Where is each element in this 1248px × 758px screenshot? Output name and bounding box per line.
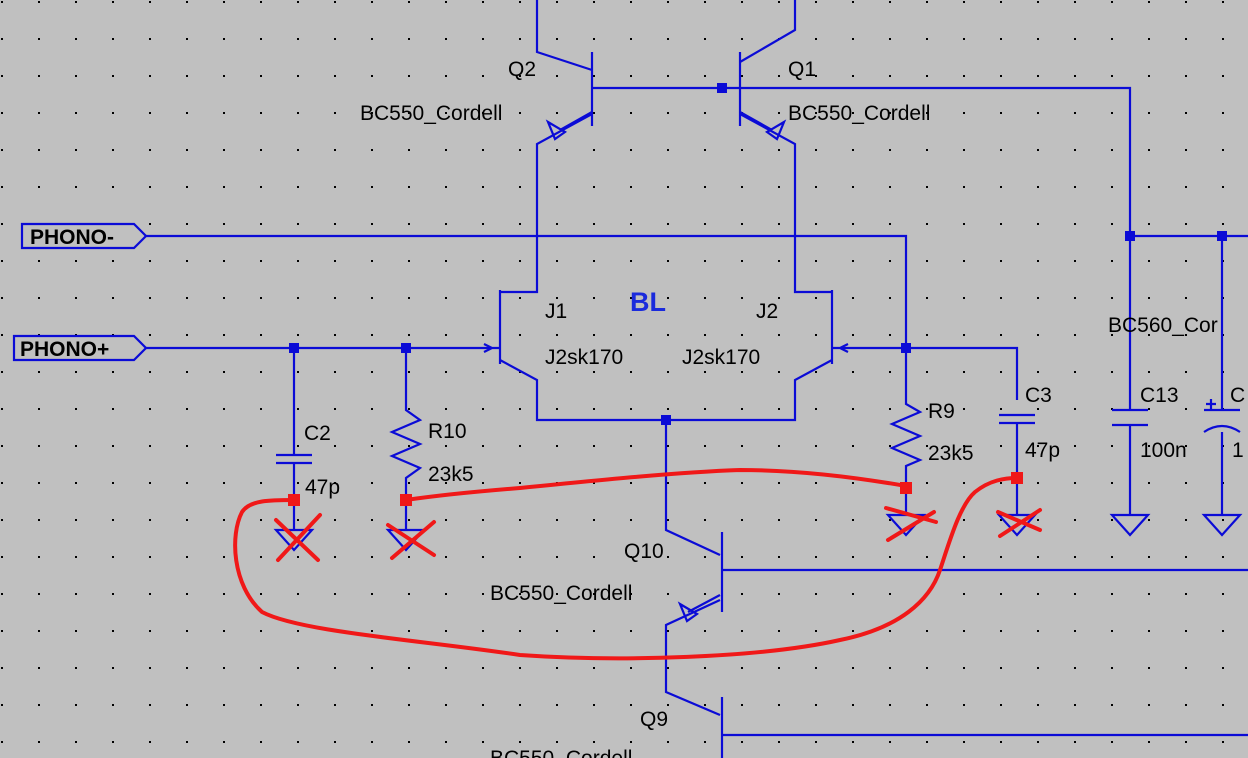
ground-c-edge xyxy=(1201,513,1243,537)
q1-model: BC550_Cordell xyxy=(788,102,930,125)
j2-model: J2sk170 xyxy=(682,346,760,369)
ground-c13 xyxy=(1109,513,1151,537)
q9-ref: Q9 xyxy=(640,708,668,731)
jfet-j1[interactable]: J1 J2sk170 xyxy=(483,290,623,369)
capacitor-c2[interactable]: C2 47p xyxy=(276,422,340,499)
capacitor-c-edge[interactable]: C 1 xyxy=(1203,384,1245,462)
r10-ref: R10 xyxy=(428,420,467,443)
red-annotations xyxy=(233,468,1042,661)
jfet-j2[interactable]: J2 J2sk170 xyxy=(682,290,849,369)
c2-value: 47p xyxy=(305,476,340,499)
cross-mark-r10 xyxy=(386,520,436,560)
r10-value: 23k5 xyxy=(428,463,474,486)
capacitor-c13[interactable]: C13 100n xyxy=(1112,384,1187,462)
phono-plus-label: PHONO+ xyxy=(20,338,109,361)
resistor-r9[interactable]: R9 23k5 xyxy=(889,398,974,468)
c2-ref: C2 xyxy=(304,422,331,445)
q10-ref: Q10 xyxy=(624,540,664,563)
transistor-q1[interactable]: Q1 BC550_Cordell xyxy=(738,52,930,141)
q9-model: BC550_Cordell xyxy=(490,747,632,758)
cross-mark-r9 xyxy=(884,506,938,542)
r9-ref: R9 xyxy=(928,400,955,423)
transistor-q2[interactable]: Q2 BC550_Cordell xyxy=(360,52,594,141)
c3-ref: C3 xyxy=(1025,384,1052,407)
transistor-right-pnp[interactable]: BC560_Cor xyxy=(1108,314,1218,337)
j1-model: J2sk170 xyxy=(545,346,623,369)
q2-ref: Q2 xyxy=(508,58,536,81)
transistor-q10[interactable]: Q10 BC550_Cordell xyxy=(490,532,724,623)
port-phono-minus[interactable]: PHONO- xyxy=(20,222,148,250)
c13-ref: C13 xyxy=(1140,384,1179,407)
wires xyxy=(146,0,1248,737)
ground-c2 xyxy=(273,528,315,552)
port-phono-plus[interactable]: PHONO+ xyxy=(12,334,148,362)
red-wire-r10-to-r9 xyxy=(404,468,908,502)
q1-ref: Q1 xyxy=(788,58,816,81)
c3-value: 47p xyxy=(1025,439,1060,462)
red-wire-c2-to-c3 xyxy=(233,476,1019,661)
j1-ref: J1 xyxy=(545,300,567,323)
junctions xyxy=(289,83,1227,425)
phono-minus-label: PHONO- xyxy=(30,226,114,249)
transistor-q9[interactable]: Q9 BC550_Cordell xyxy=(490,697,724,758)
q10-model: BC550_Cordell xyxy=(490,582,632,605)
c-edge-value: 1 xyxy=(1232,439,1244,462)
right-pnp-model: BC560_Cor xyxy=(1108,314,1218,337)
cross-mark-c2 xyxy=(274,513,322,562)
resistor-r10[interactable]: R10 23k5 xyxy=(389,400,474,486)
net-label-bl: BL xyxy=(630,287,666,317)
r9-value: 23k5 xyxy=(928,442,974,465)
c-edge-ref: C xyxy=(1230,384,1245,407)
capacitor-c3[interactable]: C3 47p xyxy=(999,384,1060,462)
j2-ref: J2 xyxy=(756,300,778,323)
c13-value: 100n xyxy=(1140,439,1187,462)
cross-mark-c3 xyxy=(996,508,1042,538)
q2-model: BC550_Cordell xyxy=(360,102,502,125)
